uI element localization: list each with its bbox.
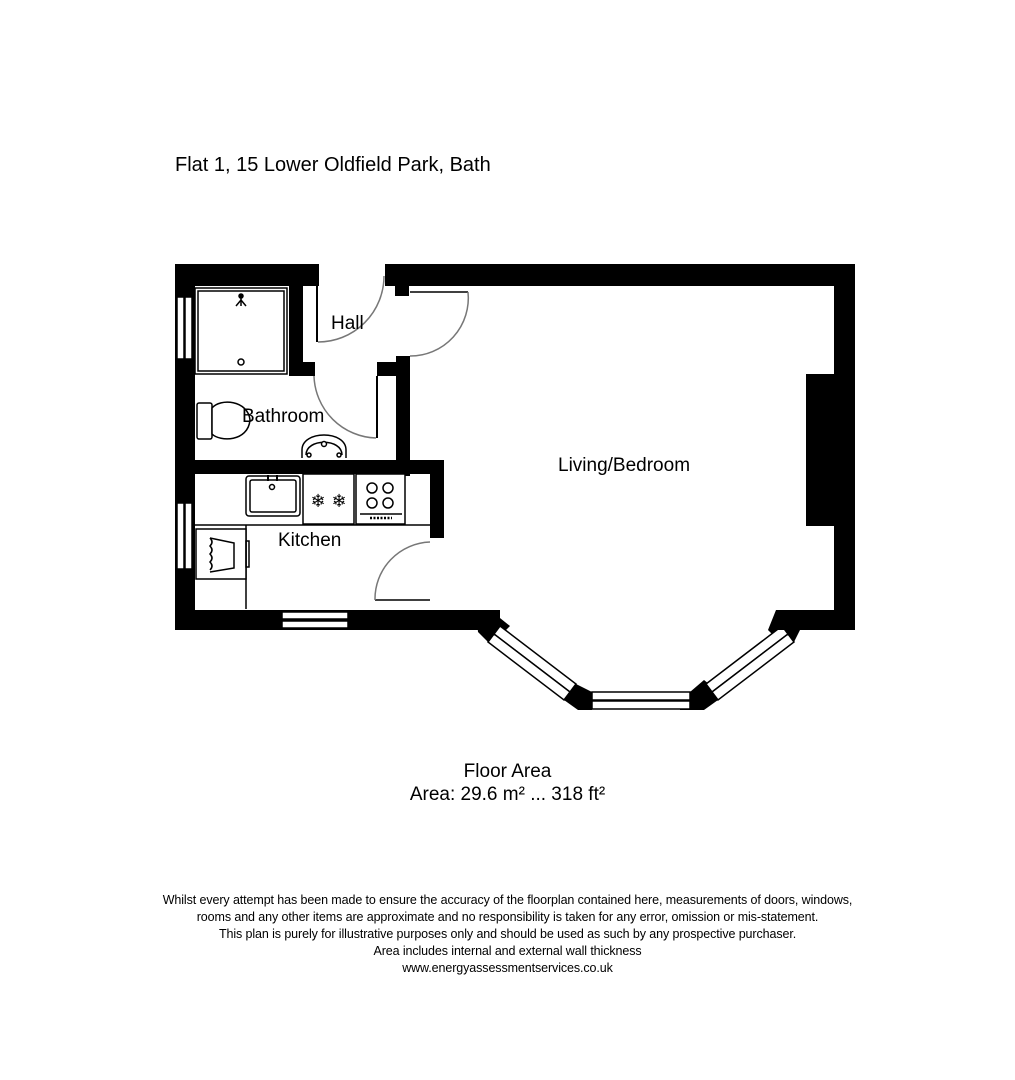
floor-area-heading: Floor Area [463,761,552,782]
toilet-icon [196,401,251,440]
window-icon [591,691,691,701]
fridge-freezer-icon: ❄ ❄ [302,473,355,525]
disclaimer-line: rooms and any other items are approximat… [196,910,819,924]
door-arc-icon [374,541,431,601]
disclaimer-line: This plan is purely for illustrative pur… [218,927,797,941]
door-arc-icon [317,275,385,343]
window-icon [184,502,193,570]
window-icon [492,624,578,694]
walls [175,264,855,710]
window-icon [176,502,185,570]
window-icon [281,611,349,620]
website-link[interactable]: www.energyassessmentservices.co.uk [402,961,613,975]
window-icon [176,296,185,360]
hob-icon [355,473,406,525]
room-label-living: Living/Bedroom [558,455,691,476]
svg-text:❄: ❄ [331,491,346,512]
shower-icon [194,287,288,375]
window-icon [486,632,572,702]
doors [313,275,470,601]
window-icon [184,296,193,360]
windows [176,296,691,710]
door-arc-icon [313,375,377,439]
room-label-kitchen: Kitchen [278,530,342,551]
floor-area-block: Floor Area Area: 29.6 m² ... 318 ft² [0,760,1015,806]
window-icon [591,700,691,710]
plan-title: Flat 1, 15 Lower Oldfield Park, Bath [175,154,491,176]
washing-machine-icon [195,528,250,580]
floor-area-value: Area: 29.6 m² ... 318 ft² [409,784,606,805]
disclaimer: Whilst every attempt has been made to en… [0,892,1015,977]
bay-windows [486,624,796,702]
disclaimer-line: Area includes internal and external wall… [373,944,642,958]
window-icon [281,620,349,629]
basin-icon [301,434,347,458]
room-label-bathroom: Bathroom [242,406,325,427]
disclaimer-line: Whilst every attempt has been made to en… [162,893,853,907]
window-icon [710,632,796,702]
svg-text:❄: ❄ [310,491,325,512]
window-icon [704,624,790,694]
door-arc-icon [409,291,470,357]
sink-icon [245,475,301,517]
room-label-hall: Hall [331,313,364,334]
